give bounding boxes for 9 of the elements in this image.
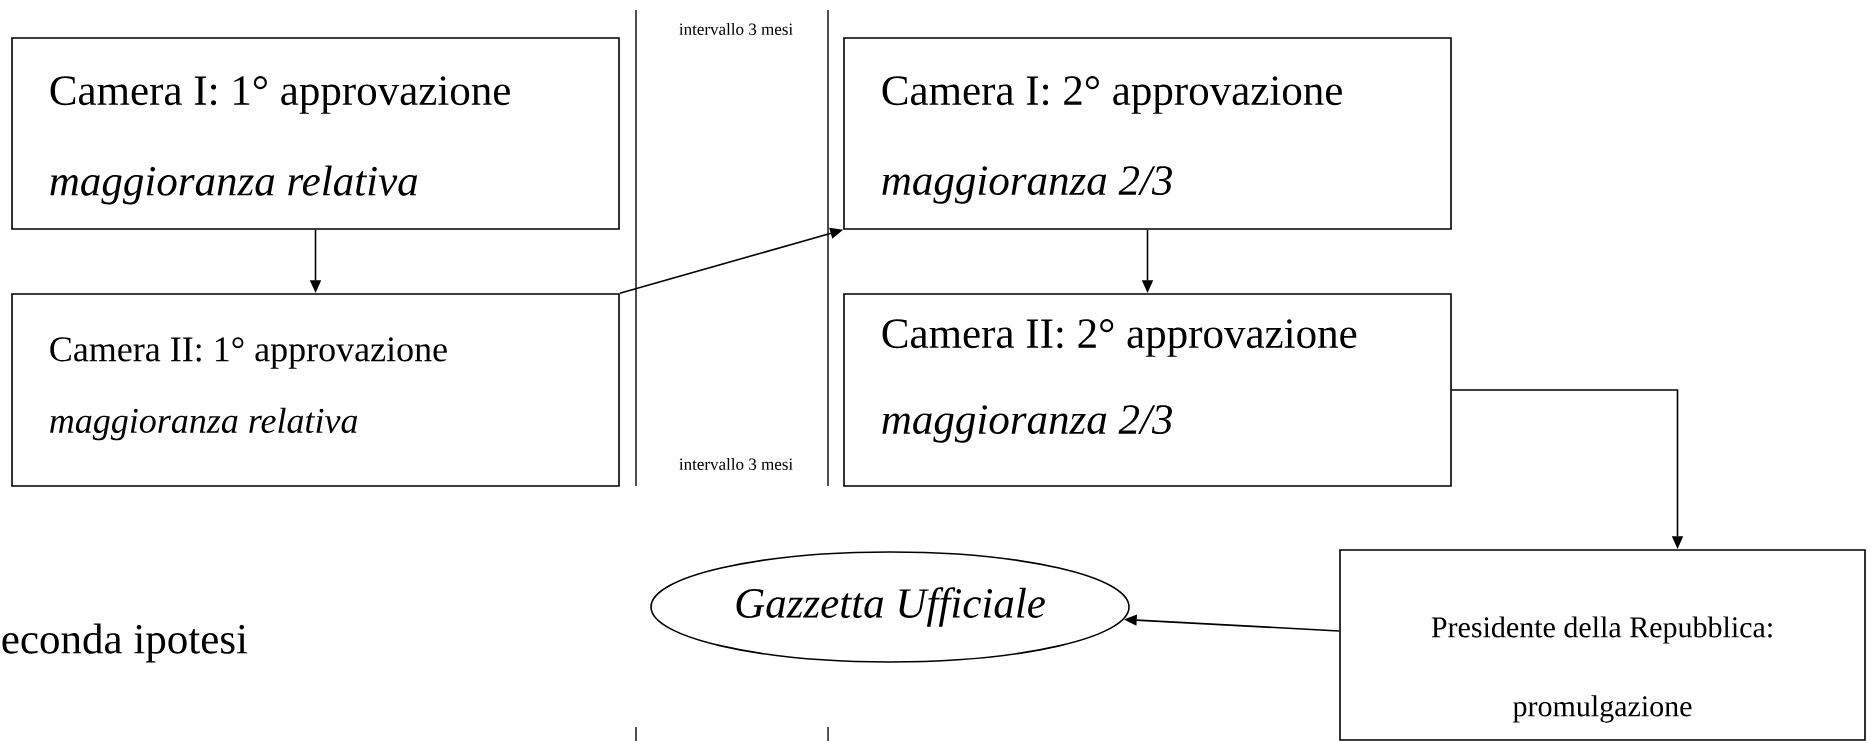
process-box: Camera I: 1° approvazione maggioranza relativa: [11, 37, 620, 230]
text-label: econda ipotesi: [2, 623, 248, 663]
process-box: Camera II: 2° approvazione maggioranza 2/3: [843, 293, 1452, 487]
process-box: Camera II: 1° approvazione maggioranza relativa: [11, 293, 620, 487]
process-box: Camera I: 2° approvazione maggioranza 2/3: [843, 37, 1452, 230]
ellipse-node: Gazzetta Ufficiale: [650, 551, 1130, 663]
text-label: intervallo 3 mesi: [679, 23, 793, 35]
text-label: intervallo 3 mesi: [679, 458, 793, 470]
process-box: Presidente della Repubblica: promulgazione: [1339, 549, 1866, 741]
